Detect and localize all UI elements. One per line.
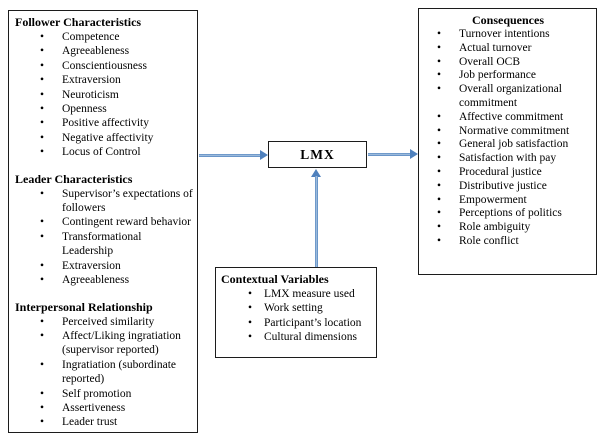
list-item: Extraversion bbox=[40, 73, 194, 88]
arrowhead-right-icon bbox=[260, 150, 268, 160]
arrow-shaft bbox=[199, 153, 260, 157]
list-item: Self promotion bbox=[40, 387, 194, 402]
contextual-variables-box: Contextual Variables LMX measure usedWor… bbox=[215, 267, 377, 358]
interpersonal-relationship-list: Perceived similarityAffect/Liking ingrat… bbox=[15, 315, 194, 431]
list-item: Leader trust bbox=[40, 415, 194, 430]
list-item: Supervisor’s expectations of followers bbox=[40, 187, 194, 216]
contextual-to-lmx-arrow bbox=[311, 169, 321, 267]
consequences-box: Consequences Turnover intentionsActual t… bbox=[418, 8, 597, 275]
list-item: Satisfaction with pay bbox=[437, 152, 594, 166]
list-item: Agreeableness bbox=[40, 273, 194, 288]
list-item: General job satisfaction bbox=[437, 138, 594, 152]
list-item: Turnover intentions bbox=[437, 28, 594, 42]
list-item: Role conflict bbox=[437, 235, 594, 249]
follower-characteristics-section: Follower Characteristics CompetenceAgree… bbox=[15, 15, 194, 160]
list-item: Locus of Control bbox=[40, 145, 194, 160]
list-item: Distributive justice bbox=[437, 180, 594, 194]
leader-characteristics-section: Leader Characteristics Supervisor’s expe… bbox=[15, 172, 194, 288]
list-item: Transformational Leadership bbox=[40, 230, 194, 259]
list-item: Agreeableness bbox=[40, 44, 194, 59]
leader-characteristics-list: Supervisor’s expectations of followersCo… bbox=[15, 187, 194, 288]
consequences-list: Turnover intentionsActual turnoverOveral… bbox=[422, 28, 594, 249]
list-item: Neuroticism bbox=[40, 88, 194, 103]
list-item: Role ambiguity bbox=[437, 221, 594, 235]
contextual-variables-list: LMX measure usedWork settingParticipant’… bbox=[221, 287, 374, 345]
section-title: Contextual Variables bbox=[221, 272, 329, 286]
list-item: Ingratiation (subordinate reported) bbox=[40, 358, 194, 387]
list-item: Competence bbox=[40, 30, 194, 45]
list-item: Assertiveness bbox=[40, 401, 194, 416]
list-item: Overall organizational commitment bbox=[437, 83, 594, 111]
lmx-label: LMX bbox=[300, 146, 335, 162]
arrowhead-right-icon bbox=[410, 149, 418, 159]
antecedents-to-lmx-arrow bbox=[199, 150, 268, 160]
section-title: Consequences bbox=[471, 13, 544, 27]
lmx-to-consequences-arrow bbox=[368, 149, 418, 159]
list-item: Cultural dimensions bbox=[248, 330, 374, 345]
list-item: Affective commitment bbox=[437, 111, 594, 125]
list-item: Extraversion bbox=[40, 259, 194, 274]
list-item: Empowerment bbox=[437, 194, 594, 208]
arrowhead-up-icon bbox=[311, 169, 321, 177]
interpersonal-relationship-section: Interpersonal Relationship Perceived sim… bbox=[15, 299, 194, 431]
list-item: Conscientiousness bbox=[40, 59, 194, 74]
list-item: Procedural justice bbox=[437, 166, 594, 180]
list-item: Contingent reward behavior bbox=[40, 215, 194, 230]
list-item: Job performance bbox=[437, 69, 594, 83]
follower-characteristics-list: CompetenceAgreeablenessConscientiousness… bbox=[15, 30, 194, 160]
list-item: Negative affectivity bbox=[40, 131, 194, 146]
list-item: Positive affectivity bbox=[40, 116, 194, 131]
list-item: Participant’s location bbox=[248, 316, 374, 331]
list-item: Actual turnover bbox=[437, 42, 594, 56]
list-item: Normative commitment bbox=[437, 125, 594, 139]
list-item: Work setting bbox=[248, 301, 374, 316]
list-item: LMX measure used bbox=[248, 287, 374, 302]
list-item: Openness bbox=[40, 102, 194, 117]
arrow-shaft bbox=[314, 176, 318, 267]
section-title: Leader Characteristics bbox=[15, 171, 133, 186]
arrow-shaft bbox=[368, 152, 410, 156]
section-title: Follower Characteristics bbox=[15, 15, 142, 29]
section-title: Interpersonal Relationship bbox=[15, 299, 153, 314]
list-item: Perceptions of politics bbox=[437, 207, 594, 221]
list-item: Perceived similarity bbox=[40, 315, 194, 330]
list-item: Affect/Liking ingratiation (supervisor r… bbox=[40, 329, 194, 358]
lmx-box: LMX bbox=[268, 141, 367, 168]
antecedents-box: Follower Characteristics CompetenceAgree… bbox=[8, 10, 198, 433]
list-item: Overall OCB bbox=[437, 56, 594, 70]
